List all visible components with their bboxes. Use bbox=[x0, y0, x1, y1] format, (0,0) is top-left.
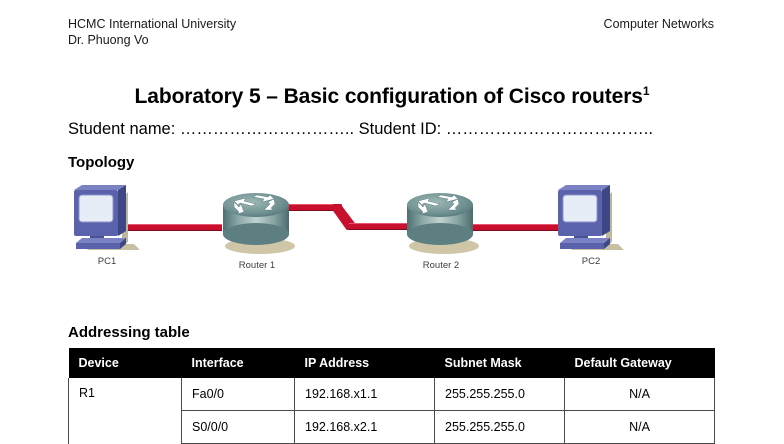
page-title-text: Laboratory 5 – Basic configuration of Ci… bbox=[134, 85, 643, 108]
cell-ip-address: 192.168.x1.1 bbox=[294, 378, 435, 411]
node-router2-label: Router 2 bbox=[422, 260, 460, 271]
cell-device: R1 bbox=[68, 378, 182, 411]
cell-ip-address: 192.168.x2.1 bbox=[294, 410, 435, 444]
addressing-table: Device Interface IP Address Subnet Mask … bbox=[68, 348, 715, 444]
column-header-interface: Interface bbox=[181, 348, 295, 378]
table-row: S0/0/0 192.168.x2.1 255.255.255.0 N/A bbox=[68, 410, 715, 444]
addressing-table-heading: Addressing table bbox=[68, 324, 190, 341]
column-header-ip-address: IP Address bbox=[294, 348, 435, 378]
cell-interface: S0/0/0 bbox=[181, 410, 295, 444]
column-header-subnet-mask: Subnet Mask bbox=[434, 348, 565, 378]
header-left: HCMC International University Dr. Phuong… bbox=[68, 16, 236, 48]
router-icon bbox=[407, 193, 479, 254]
link-router1-segment bbox=[270, 204, 342, 211]
cell-subnet-mask: 255.255.255.0 bbox=[434, 410, 565, 444]
node-pc1[interactable]: PC1 bbox=[68, 184, 146, 267]
header-right: Computer Networks bbox=[604, 16, 714, 32]
pc-icon bbox=[74, 185, 140, 250]
title-footnote-marker: 1 bbox=[642, 84, 650, 98]
cell-subnet-mask: 255.255.255.0 bbox=[434, 378, 565, 411]
pc-icon bbox=[558, 185, 624, 250]
column-header-default-gateway: Default Gateway bbox=[564, 348, 715, 378]
cell-device bbox=[68, 410, 182, 444]
table-row: R1 Fa0/0 192.168.x1.1 255.255.255.0 N/A bbox=[68, 378, 715, 411]
cell-interface: Fa0/0 bbox=[181, 378, 295, 411]
router-icon bbox=[223, 193, 295, 254]
topology-heading: Topology bbox=[68, 154, 135, 171]
node-router1[interactable]: Router 1 bbox=[212, 188, 304, 271]
link-pc1-router1 bbox=[112, 224, 222, 231]
instructor-name: Dr. Phuong Vo bbox=[68, 33, 149, 47]
topology-diagram: PC1 bbox=[68, 180, 668, 280]
node-router1-label: Router 1 bbox=[238, 260, 276, 271]
page-title: Laboratory 5 – Basic configuration of Ci… bbox=[0, 84, 784, 109]
course-name: Computer Networks bbox=[603, 17, 714, 31]
node-pc1-label: PC1 bbox=[97, 256, 117, 267]
cell-default-gateway: N/A bbox=[564, 410, 715, 444]
link-router2-pc2 bbox=[462, 224, 574, 231]
student-info-line: Student name: ………………………….. Student ID: …… bbox=[68, 120, 653, 138]
cell-default-gateway: N/A bbox=[564, 378, 715, 411]
column-header-device: Device bbox=[68, 348, 182, 378]
node-router2[interactable]: Router 2 bbox=[396, 188, 488, 271]
link-router2-segment bbox=[349, 223, 431, 230]
node-pc2-label: PC2 bbox=[581, 256, 601, 267]
document-header: HCMC International University Dr. Phuong… bbox=[68, 16, 714, 48]
institution-name: HCMC International University bbox=[68, 17, 237, 31]
node-pc2[interactable]: PC2 bbox=[552, 184, 630, 267]
table-header-row: Device Interface IP Address Subnet Mask … bbox=[68, 348, 715, 378]
